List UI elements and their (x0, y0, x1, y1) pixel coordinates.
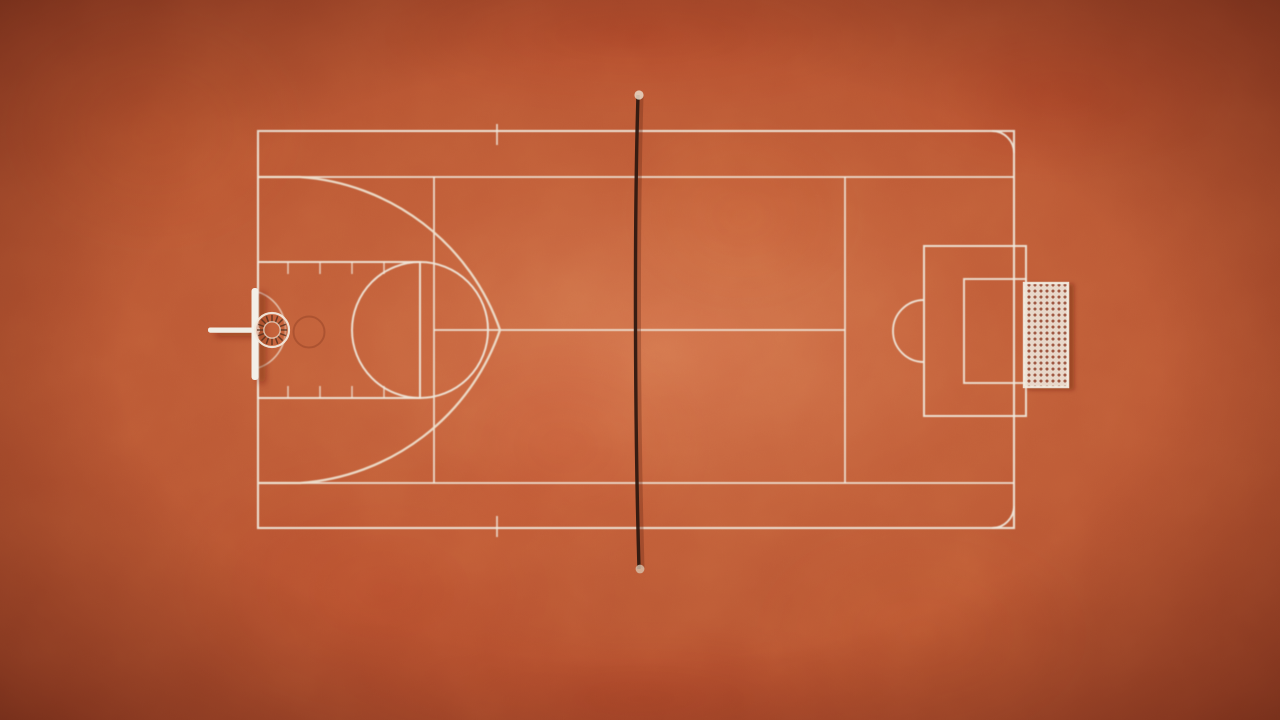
scene-vignette (0, 0, 1280, 720)
court-scene: Aerial view of a multi-sport court clay … (0, 0, 1280, 720)
